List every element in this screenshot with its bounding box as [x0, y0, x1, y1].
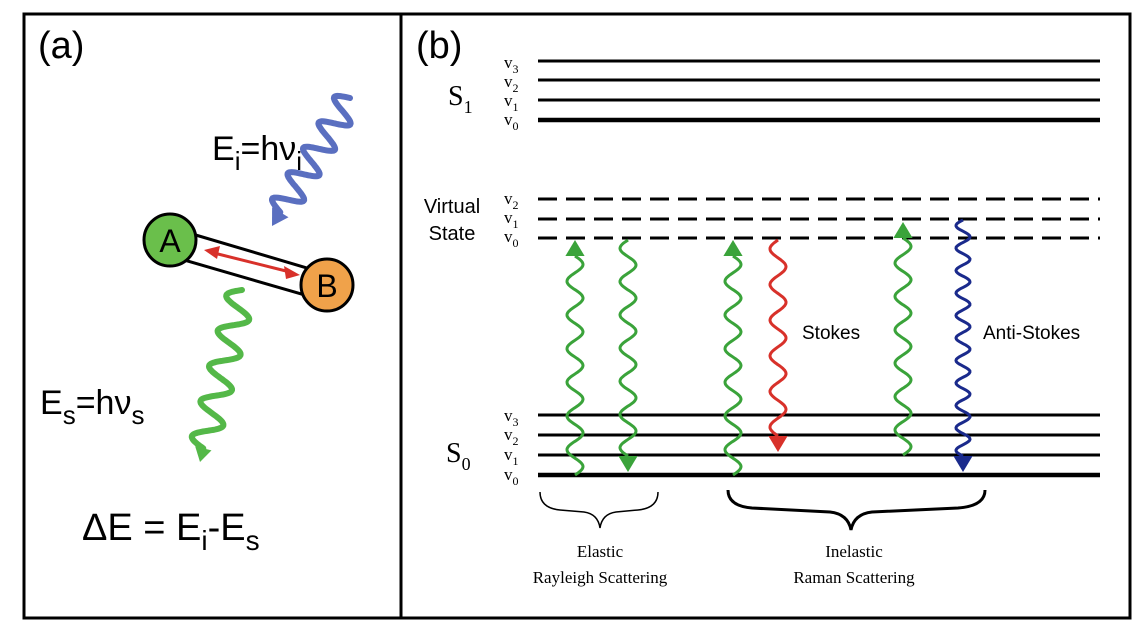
scattered-energy-label: Es=hνs — [40, 384, 144, 430]
rayleigh-emission-wave — [618, 238, 638, 458]
rayleigh-excitation-arrowhead — [565, 240, 585, 256]
anti-stokes-emission-arrowhead — [953, 456, 973, 472]
atom-b: B — [299, 257, 355, 313]
stokes-excitation-arrowhead — [723, 240, 743, 256]
s0-v0: v0 — [504, 465, 519, 488]
panel-a-label: (a) — [38, 25, 84, 67]
incident-photon-arrowhead — [272, 207, 289, 226]
incident-photon-wave — [269, 92, 354, 216]
bond-vibration-arrow — [204, 246, 300, 279]
s1-vib-labels: v3 v2 v1 v0 — [504, 53, 519, 133]
anti-stokes-emission-wave — [954, 218, 972, 458]
s0-label: S0 — [446, 438, 471, 474]
inelastic-label: Inelastic — [825, 542, 883, 561]
inelastic-brace — [726, 489, 987, 531]
atom-b-label: B — [316, 268, 337, 304]
outer-frame — [22, 12, 1132, 620]
stokes-emission-wave — [768, 238, 788, 438]
elastic-label: Elastic — [577, 542, 624, 561]
anti-stokes-excitation-arrowhead — [893, 222, 913, 238]
scattered-photon-wave — [188, 287, 253, 452]
stokes-emission-arrowhead — [768, 436, 788, 452]
state-label: State — [429, 223, 476, 245]
incident-energy-label: Ei=hνi — [212, 130, 302, 176]
s1-levels — [538, 59, 1100, 123]
scattered-photon-arrowhead — [195, 446, 212, 462]
stokes-label: Stokes — [802, 323, 860, 344]
virtual-label: Virtual — [424, 196, 480, 218]
elastic-brace — [539, 491, 659, 529]
atom-a-label: A — [159, 223, 181, 259]
virtual-vib-labels: v2 v1 v0 — [504, 189, 519, 250]
anti-stokes-excitation-wave — [893, 236, 913, 457]
s0-vib-labels: v3 v2 v1 v0 — [504, 406, 519, 488]
s0-levels — [538, 413, 1100, 478]
s1-label: S1 — [448, 81, 473, 117]
anti-stokes-label: Anti-Stokes — [983, 323, 1080, 344]
stokes-excitation-wave — [723, 254, 743, 477]
delta-e-equation: ΔE = Ei-Es — [82, 507, 260, 556]
virtual-levels — [538, 197, 1100, 240]
panel-b: (b) S1 v3 v2 v1 v0 Virtual State v2 v1 v… — [416, 25, 1100, 587]
rayleigh-scattering-label: Rayleigh Scattering — [533, 568, 668, 587]
rayleigh-emission-arrowhead — [618, 456, 638, 472]
panel-b-label: (b) — [416, 25, 462, 67]
panel-a: (a) Ei=hνi Es=hνs ΔE = Ei-Es A B — [38, 25, 355, 556]
atom-a: A — [142, 212, 198, 268]
rayleigh-excitation-wave — [565, 254, 585, 477]
raman-scattering-label: Raman Scattering — [793, 568, 915, 587]
